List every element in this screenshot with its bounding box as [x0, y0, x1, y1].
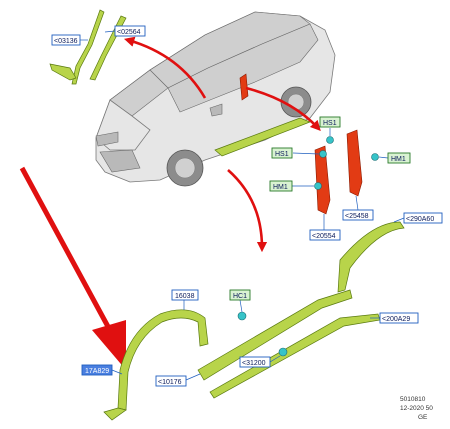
svg-text:<25458: <25458 [345, 213, 369, 220]
roof-trim-strip-front [71, 9, 105, 85]
callout-200a29[interactable]: <200A29 [379, 312, 419, 324]
svg-text:<200A29: <200A29 [382, 316, 410, 323]
wheel-arch-rear [337, 221, 405, 293]
callout-20554[interactable]: <20554 [309, 229, 341, 241]
clip-hc1 [237, 311, 247, 321]
leader-hm1-right [378, 156, 389, 159]
callout-hs1-left[interactable]: HS1 [271, 147, 293, 159]
car-rear-wheel-hub [287, 93, 305, 111]
leader-17a829 [111, 369, 123, 375]
callout-290a60[interactable]: <290A60 [403, 212, 443, 224]
car-front-wheel-hub [174, 157, 196, 179]
svg-text:16038: 16038 [175, 293, 195, 300]
reference-block: 5010810 12-2020 50 GE [400, 396, 433, 421]
reference-code: 5010810 [400, 396, 426, 403]
arrow-to-pillar-trim [245, 86, 321, 132]
svg-text:HM1: HM1 [391, 156, 406, 163]
arrow-to-side-moulding [227, 169, 268, 253]
vehicle-illustration [95, 11, 336, 187]
red-pointer-arrows [19, 36, 321, 370]
car-side-windows [167, 23, 319, 113]
svg-text:17A829: 17A829 [85, 368, 109, 375]
side-moulding-parts [103, 221, 405, 421]
callout-31200[interactable]: <31200 [239, 356, 271, 368]
leader-hs1-left [292, 152, 320, 155]
car-grille [99, 149, 141, 173]
leader-hc1 [239, 299, 243, 313]
svg-text:<290A60: <290A60 [406, 216, 434, 223]
pillar-trim-rear [346, 129, 363, 197]
pillar-trim-front [314, 145, 331, 215]
svg-text:HS1: HS1 [323, 120, 337, 127]
leader-290a60 [393, 217, 405, 223]
callout-03136[interactable]: <03136 [51, 34, 81, 46]
svg-text:HM1: HM1 [273, 184, 288, 191]
large-red-arrow-icon [19, 166, 126, 370]
svg-text:<03136: <03136 [54, 38, 78, 45]
clip-hs1-left [319, 150, 327, 158]
clip-31200 [278, 347, 288, 357]
svg-text:HS1: HS1 [275, 151, 289, 158]
arrow-to-roof-trim [124, 36, 207, 99]
leader-lines [80, 30, 405, 381]
clip-hm1-left [314, 182, 322, 190]
reference-region: GE [418, 414, 428, 421]
front-lower-piece [103, 407, 127, 421]
svg-text:<10176: <10176 [158, 379, 182, 386]
svg-text:<02564: <02564 [117, 29, 141, 36]
roof-trim-parts [49, 9, 127, 85]
svg-text:HC1: HC1 [233, 293, 247, 300]
callout-hm1-left[interactable]: HM1 [269, 180, 293, 192]
leader-10176 [185, 373, 201, 381]
reference-date: 12-2020 50 [400, 405, 433, 412]
callout-02564[interactable]: <02564 [114, 25, 146, 37]
car-mirror [209, 103, 223, 117]
callout-17a829[interactable]: 17A829 [81, 364, 113, 376]
pillar-trim-parts [314, 129, 379, 215]
callout-hc1[interactable]: HC1 [229, 289, 251, 301]
car-headlight [95, 131, 119, 147]
callout-10176[interactable]: <10176 [155, 375, 187, 387]
roof-trim-end-piece [49, 63, 77, 81]
wheel-arch-front [117, 309, 209, 411]
car-b-pillar-highlight [239, 73, 249, 101]
leader-25458 [355, 195, 359, 211]
callout-hs1-top[interactable]: HS1 [319, 116, 341, 128]
rocker-panel-moulding [197, 289, 353, 381]
leader-31200 [269, 355, 281, 363]
callout-25458[interactable]: <25458 [342, 209, 374, 221]
callout-16038[interactable]: 16038 [171, 289, 199, 301]
svg-text:<20554: <20554 [312, 233, 336, 240]
svg-text:<31200: <31200 [242, 360, 266, 367]
callout-hm1-right[interactable]: HM1 [387, 152, 411, 164]
callout-labels: <03136 <02564 HS1 HS1 HM1 HM1 <25458 <2 [51, 25, 443, 387]
clip-hm1-right [371, 153, 379, 161]
clip-hs1-top [326, 136, 334, 144]
leader-02564 [104, 30, 116, 33]
